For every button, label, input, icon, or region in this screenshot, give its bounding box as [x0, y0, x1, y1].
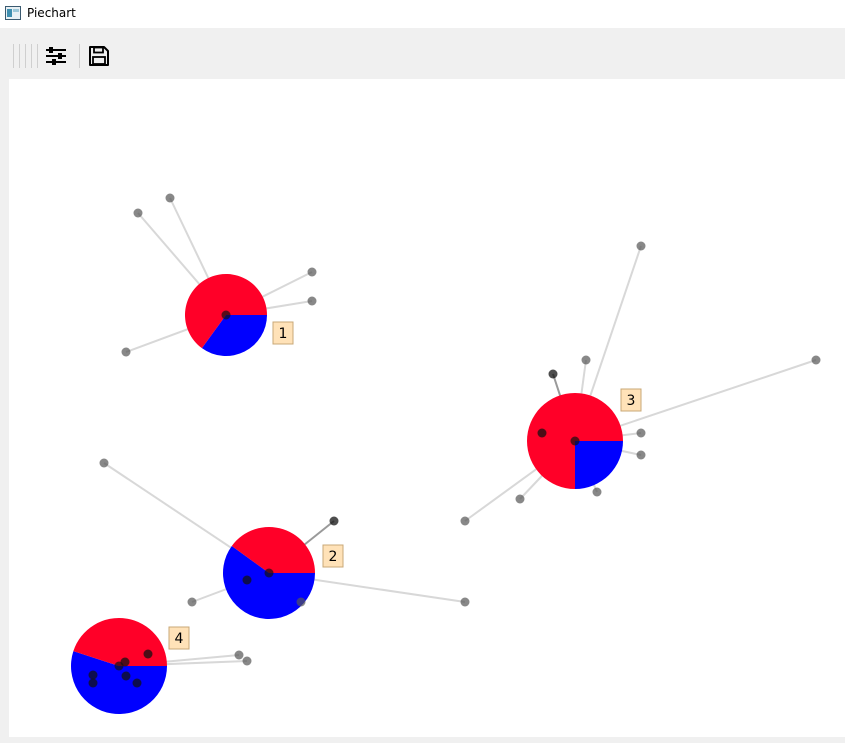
configure-subplots-button[interactable]	[42, 42, 70, 70]
node-point[interactable]	[460, 597, 470, 607]
node-point[interactable]	[242, 656, 252, 666]
node-point[interactable]	[636, 428, 646, 438]
window-title: Piechart	[27, 6, 76, 20]
floppy-disk-icon	[89, 46, 109, 66]
node-point[interactable]	[234, 650, 244, 660]
node-point[interactable]	[329, 516, 339, 526]
node-point[interactable]	[537, 428, 547, 438]
save-button[interactable]	[85, 42, 113, 70]
node-point[interactable]	[548, 369, 558, 379]
node-point[interactable]	[143, 649, 153, 659]
node-point[interactable]	[307, 267, 317, 277]
node-label-box: 4	[168, 626, 190, 650]
title-bar: Piechart	[0, 0, 845, 28]
node-point[interactable]	[242, 575, 252, 585]
toolbar-grip[interactable]	[19, 44, 20, 68]
node-point[interactable]	[88, 670, 98, 680]
pie-slice[interactable]	[222, 545, 315, 619]
pie-slice[interactable]	[201, 315, 267, 356]
node-point[interactable]	[515, 494, 525, 504]
toolbar-grip[interactable]	[31, 44, 32, 68]
node-point[interactable]	[581, 355, 591, 365]
center-point[interactable]	[114, 661, 124, 671]
pie-slice[interactable]	[71, 651, 167, 714]
node-point[interactable]	[636, 241, 646, 251]
pie-slice[interactable]	[575, 441, 623, 489]
center-point[interactable]	[264, 568, 274, 578]
node-point[interactable]	[88, 678, 98, 688]
node-label: 1	[279, 326, 288, 342]
node-label-box: 3	[620, 388, 642, 412]
toolbar	[0, 28, 845, 78]
node-point[interactable]	[133, 208, 143, 218]
sliders-icon	[46, 47, 66, 65]
pie-slice[interactable]	[231, 527, 315, 573]
node-point[interactable]	[99, 458, 109, 468]
app-icon	[5, 5, 21, 20]
node-point[interactable]	[187, 597, 197, 607]
toolbar-grip[interactable]	[25, 44, 26, 68]
toolbar-separator	[79, 44, 80, 68]
node-point[interactable]	[811, 355, 821, 365]
node-point[interactable]	[592, 487, 602, 497]
network-plot[interactable]: 1 2 3 4	[9, 79, 845, 737]
node-label: 4	[175, 631, 184, 647]
node-label: 2	[329, 549, 338, 565]
node-point[interactable]	[165, 193, 175, 203]
node-label: 3	[627, 393, 636, 409]
node-point[interactable]	[121, 347, 131, 357]
node-label-box: 2	[322, 544, 344, 568]
toolbar-grip[interactable]	[13, 44, 14, 68]
center-point[interactable]	[221, 310, 231, 320]
node-point[interactable]	[636, 450, 646, 460]
node-label-box: 1	[272, 321, 294, 345]
node-point[interactable]	[307, 296, 317, 306]
node-point[interactable]	[132, 678, 142, 688]
center-point[interactable]	[570, 436, 580, 446]
node-point[interactable]	[121, 671, 131, 681]
node-point[interactable]	[460, 516, 470, 526]
plot-canvas[interactable]: 1 2 3 4	[9, 79, 845, 737]
node-point[interactable]	[296, 597, 306, 607]
toolbar-separator	[37, 44, 38, 68]
